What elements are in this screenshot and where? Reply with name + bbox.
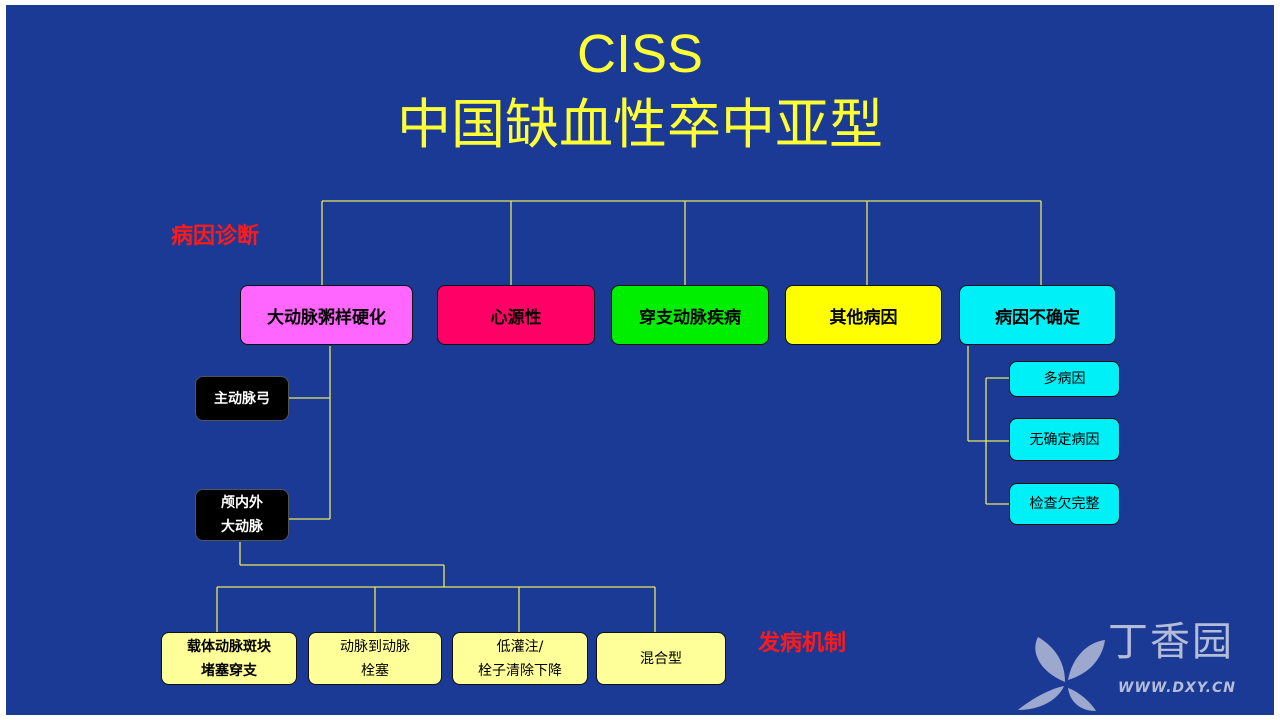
box-label: 其他病因 <box>829 307 898 328</box>
title-chinese: 中国缺血性卒中亚型 <box>397 93 883 156</box>
box-other: 其他病因 <box>785 285 942 345</box>
box-cardiogenic: 心源性 <box>437 285 595 345</box>
box-intracranial-extracranial: 颅内外 大动脉 <box>195 489 289 541</box>
watermark-brand: 丁香园 <box>1108 619 1234 665</box>
box-label: 多病因 <box>1043 371 1086 387</box>
box-label-line2: 栓塞 <box>361 662 389 679</box>
mechanism-label: 发病机制 <box>758 631 847 656</box>
box-multiple-causes: 多病因 <box>1009 361 1120 397</box>
box-label-line2: 栓子清除下降 <box>478 662 562 679</box>
box-label: 心源性 <box>490 307 542 328</box>
box-label-line1: 载体动脉斑块 <box>187 638 271 655</box>
box-label: 病因不确定 <box>995 307 1080 328</box>
title-english: CISS <box>576 24 704 84</box>
watermark-url: WWW.DXY.CN <box>1118 680 1236 696</box>
box-mechanism-mixed: 混合型 <box>596 632 726 685</box>
box-mechanism-hypoperfusion: 低灌注/ 栓子清除下降 <box>452 632 588 685</box>
box-label-line2: 大动脉 <box>221 519 263 535</box>
box-no-determined-cause: 无确定病因 <box>1009 418 1120 461</box>
box-label-line1: 颅内外 <box>221 495 263 511</box>
box-perforator: 穿支动脉疾病 <box>611 285 769 345</box>
box-label-line1: 动脉到动脉 <box>340 638 410 655</box>
box-label: 大动脉粥样硬化 <box>267 307 386 328</box>
etiology-label: 病因诊断 <box>171 224 260 249</box>
box-label: 穿支动脉疾病 <box>639 307 741 328</box>
box-label: 无确定病因 <box>1029 431 1100 448</box>
box-mechanism-artery-to-artery: 动脉到动脉 栓塞 <box>308 632 442 685</box>
box-label: 主动脉弓 <box>214 390 270 407</box>
box-mechanism-parent-artery: 载体动脉斑块 堵塞穿支 <box>161 632 297 685</box>
box-aortic-arch: 主动脉弓 <box>195 376 289 421</box>
box-label: 检查欠完整 <box>1029 496 1100 512</box>
box-undetermined: 病因不确定 <box>959 285 1116 345</box>
box-label-line1: 低灌注/ <box>496 638 544 655</box>
box-incomplete-evaluation: 检查欠完整 <box>1009 483 1120 525</box>
box-label: 混合型 <box>640 650 682 667</box>
box-label-line2: 堵塞穿支 <box>201 662 257 679</box>
box-atherosclerosis: 大动脉粥样硬化 <box>240 285 413 345</box>
dxy-logo-icon <box>1018 637 1105 711</box>
